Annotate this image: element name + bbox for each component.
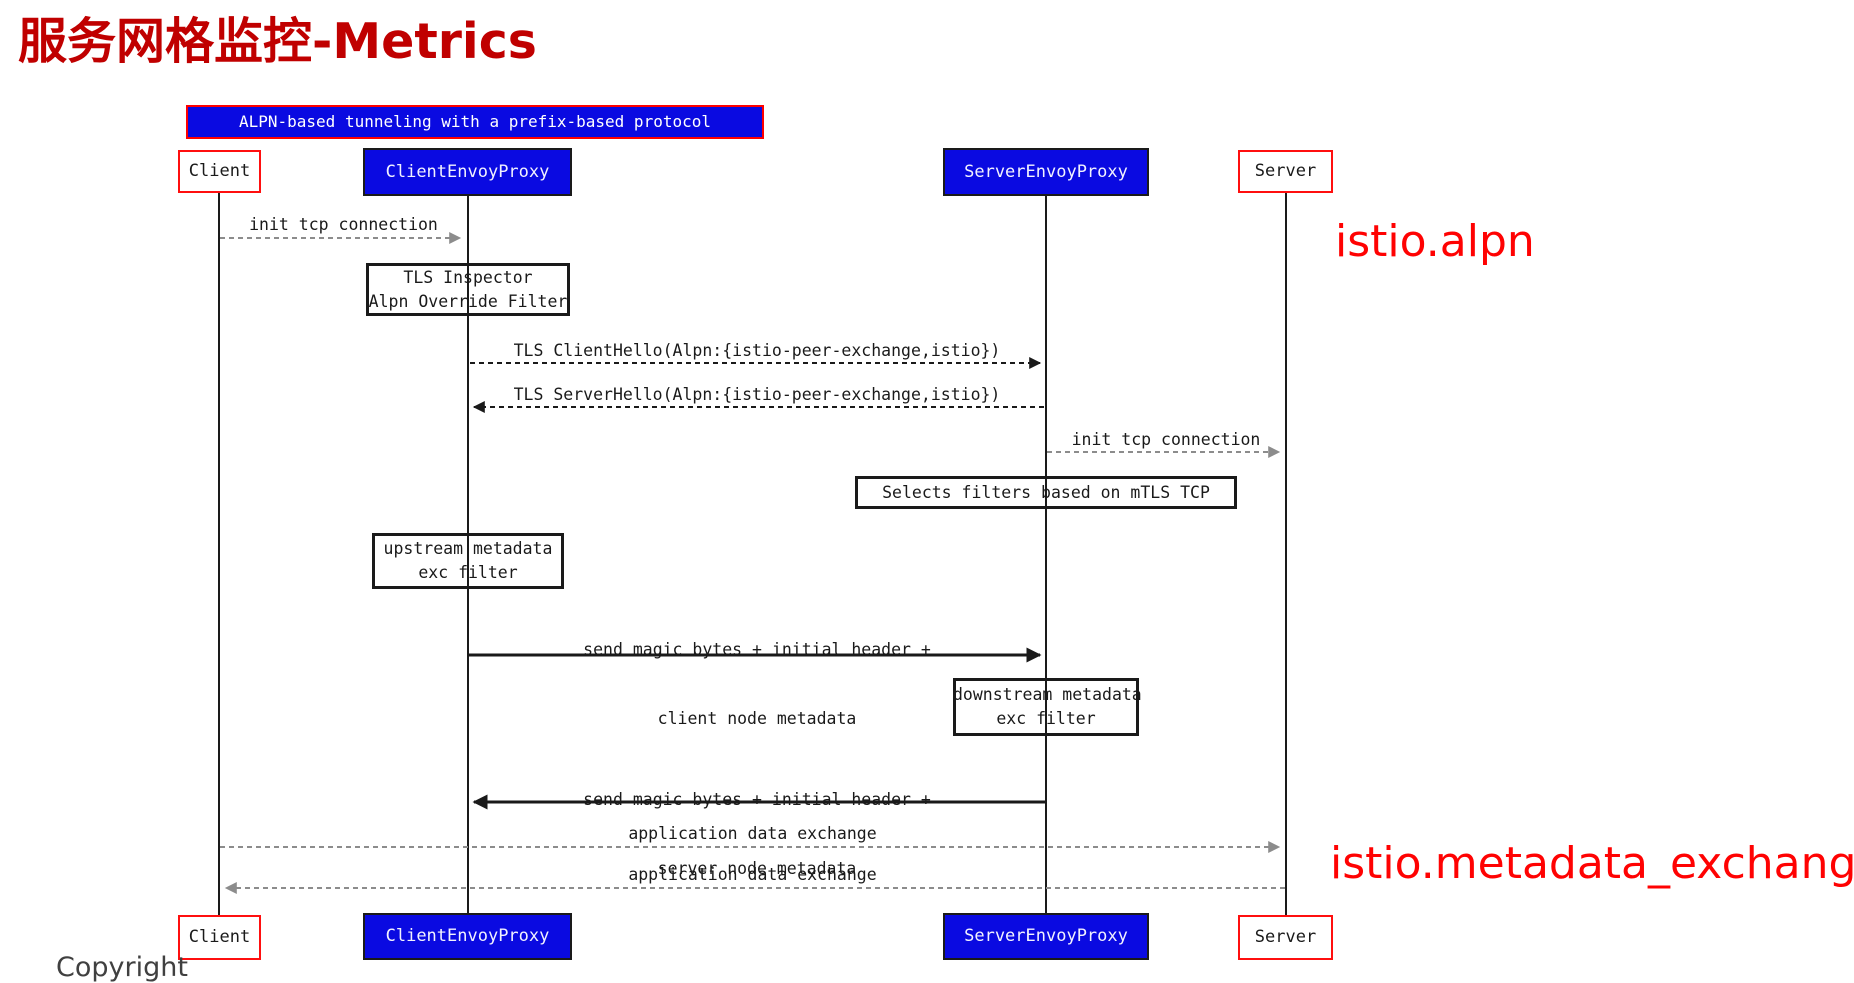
actor-server-bottom: Server <box>1238 915 1333 960</box>
note-line: Selects filters based on mTLS TCP <box>882 482 1210 502</box>
actor-server-envoy-proxy-top: ServerEnvoyProxy <box>943 148 1149 196</box>
note-line: downstream metadata <box>953 685 1142 704</box>
note-selects-filters: Selects filters based on mTLS TCP <box>855 476 1237 509</box>
note-line: upstream metadata <box>383 539 553 558</box>
actor-client-top: Client <box>178 150 261 193</box>
lifelines <box>218 192 1287 916</box>
note-line: Alpn Override Filter <box>368 291 568 311</box>
message-label-tls-server-hello: TLS ServerHello(Alpn:{istio-peer-exchang… <box>513 385 1001 404</box>
message-line: send magic bytes + initial header + <box>583 640 931 659</box>
message-label-send-magic-client: send magic bytes + initial header + clie… <box>468 592 1046 776</box>
actor-server-top: Server <box>1238 150 1333 193</box>
message-line: server node metadata <box>657 859 857 878</box>
note-downstream-metadata: downstream metadata exc filter <box>953 678 1142 736</box>
message-label-app-data-exchange-2: application data exchange <box>628 865 877 884</box>
message-label-app-data-exchange-1: application data exchange <box>628 824 877 843</box>
note-line: exc filter <box>418 563 518 582</box>
actor-client-envoy-proxy-bottom: ClientEnvoyProxy <box>363 913 572 960</box>
message-line: client node metadata <box>657 709 857 728</box>
diagram-title-bar: ALPN-based tunneling with a prefix-based… <box>186 105 764 139</box>
annotation-istio-metadata-exchange: istio.metadata_exchange <box>1330 838 1854 889</box>
note-line: TLS Inspector <box>403 267 533 287</box>
note-line: exc filter <box>996 709 1096 728</box>
message-label-init-tcp-right: init tcp connection <box>1071 430 1261 449</box>
annotation-istio-alpn: istio.alpn <box>1335 216 1535 267</box>
message-label-init-tcp-left: init tcp connection <box>249 215 438 234</box>
actor-client-envoy-proxy-top: ClientEnvoyProxy <box>363 148 572 196</box>
message-arrows <box>220 232 1285 894</box>
actor-client-bottom: Client <box>178 915 261 960</box>
note-upstream-metadata: upstream metadata exc filter <box>372 533 564 589</box>
page-title: 服务网格监控-Metrics <box>18 13 537 70</box>
note-tls-inspector: TLS Inspector Alpn Override Filter <box>366 263 570 316</box>
message-label-send-magic-server: send magic bytes + initial header + serv… <box>468 742 1046 926</box>
actor-server-envoy-proxy-bottom: ServerEnvoyProxy <box>943 913 1149 960</box>
message-line: send magic bytes + initial header + <box>583 790 931 809</box>
message-label-tls-client-hello: TLS ClientHello(Alpn:{istio-peer-exchang… <box>513 341 1001 360</box>
copyright-text: Copyright <box>56 952 188 983</box>
